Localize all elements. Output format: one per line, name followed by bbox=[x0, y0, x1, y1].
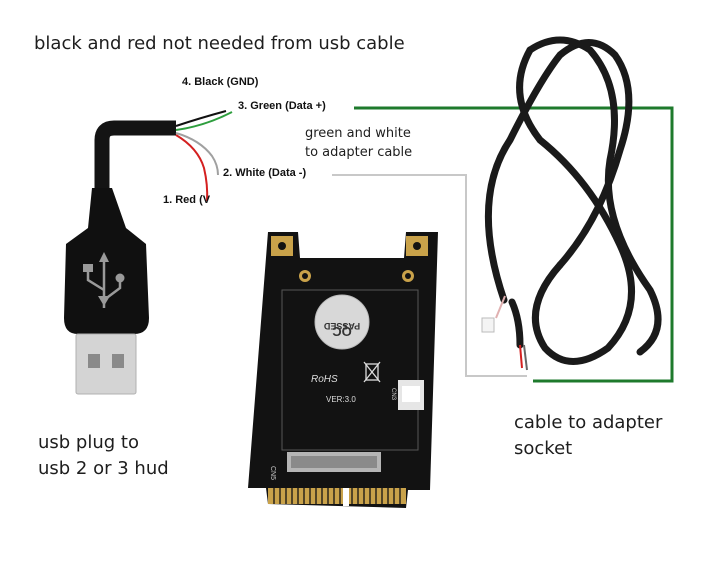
board-version: VER:3.0 bbox=[326, 395, 356, 404]
note-cable-socket: cable to adapter socket bbox=[514, 410, 662, 462]
cn3-label: CN3 bbox=[390, 388, 396, 401]
cable-small-connector bbox=[481, 317, 495, 333]
wire-label-white: 2. White (Data -) bbox=[223, 167, 307, 179]
cable-end-wire bbox=[495, 295, 506, 319]
usb-symbol-icon bbox=[83, 252, 125, 308]
note-usb-plug-line1: usb plug to bbox=[38, 432, 139, 453]
mini-pcie-adapter-board bbox=[248, 232, 438, 508]
note-usb-plug: usb plug to usb 2 or 3 hud bbox=[38, 430, 169, 482]
usb-cable-jacket bbox=[94, 120, 176, 196]
cable-red-end bbox=[519, 344, 523, 369]
rohs-mark: RoHS bbox=[311, 374, 338, 385]
qc-stamp-passed: PASSED bbox=[323, 321, 360, 331]
cn5-label: CN5 bbox=[269, 466, 276, 480]
note-green-white: green and white to adapter cable bbox=[305, 124, 412, 162]
white-connection-line bbox=[332, 174, 527, 377]
usb-tip-slot-left bbox=[88, 354, 100, 368]
cable-coil-image bbox=[484, 36, 662, 365]
green-wire bbox=[175, 111, 233, 131]
usb-tip-slot-right bbox=[112, 354, 124, 368]
wire-label-black: 4. Black (GND) bbox=[182, 76, 259, 88]
note-green-white-line2: to adapter cable bbox=[305, 145, 413, 160]
usb-metal-tip bbox=[75, 333, 137, 395]
note-cable-socket-line1: cable to adapter bbox=[514, 412, 663, 433]
white-wire bbox=[175, 132, 219, 176]
note-cable-socket-line2: socket bbox=[514, 438, 573, 459]
wire-label-red: 1. Red (V bbox=[163, 194, 211, 206]
red-wire bbox=[175, 134, 209, 202]
qc-stamp-qc: QC bbox=[332, 324, 352, 339]
black-wire bbox=[175, 110, 227, 127]
note-green-white-line1: green and white bbox=[305, 126, 411, 141]
cable-black-end bbox=[523, 344, 528, 371]
green-connection-line bbox=[354, 106, 674, 383]
wire-label-green: 3. Green (Data +) bbox=[238, 100, 326, 112]
note-top: black and red not needed from usb cable bbox=[34, 33, 405, 54]
note-usb-plug-line2: usb 2 or 3 hud bbox=[38, 458, 169, 479]
